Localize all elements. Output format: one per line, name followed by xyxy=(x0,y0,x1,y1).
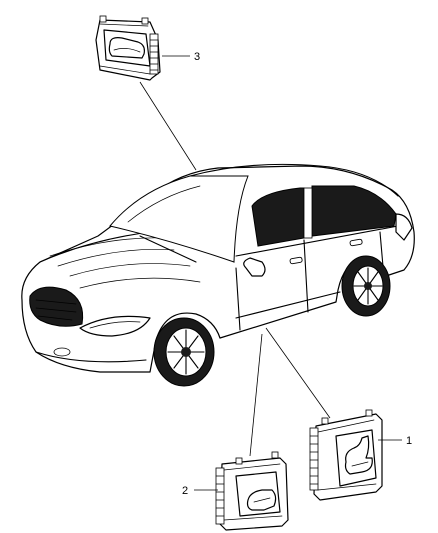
callout-3: 3 xyxy=(194,51,200,63)
pointer-line-2 xyxy=(249,333,263,457)
part-3-module xyxy=(95,15,161,81)
rear-wheel xyxy=(341,255,391,317)
part-1-module xyxy=(309,409,383,501)
callout-2: 2 xyxy=(182,485,188,497)
part-2-module xyxy=(215,451,289,531)
car-illustration xyxy=(21,163,415,387)
callout-1: 1 xyxy=(406,435,412,447)
front-wheel xyxy=(153,317,215,387)
pointer-line-1 xyxy=(265,327,331,419)
pointer-line-3 xyxy=(139,81,197,171)
